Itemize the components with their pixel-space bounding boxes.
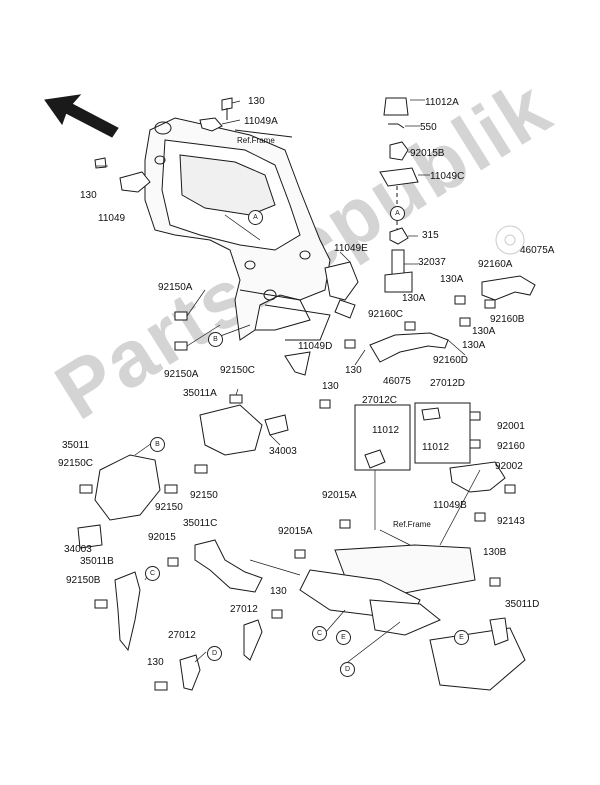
part-label-92150A: 92150A — [158, 282, 193, 293]
part-label-27012C: 27012C — [362, 395, 398, 406]
part-label-46075: 46075 — [383, 376, 411, 387]
part-label-11049A: 11049A — [244, 116, 278, 127]
part-label-35011: 35011 — [62, 440, 90, 451]
part-label-92150C: 92150C — [220, 365, 256, 376]
part-label-11012: 11012 — [372, 425, 400, 436]
part-label-32037: 32037 — [418, 257, 446, 268]
part-label-550: 550 — [420, 122, 437, 133]
part-label-92160A: 92160A — [478, 259, 513, 270]
part-label-92150: 92150 — [155, 502, 183, 513]
callout-c: C — [145, 566, 160, 581]
part-label-11012A: 11012A — [425, 97, 459, 108]
part-label-11049: 11049 — [98, 213, 126, 224]
part-label-92150C: 92150C — [58, 458, 94, 469]
front-direction-arrow-icon — [44, 94, 119, 138]
part-label-92015B: 92015B — [410, 148, 445, 159]
part-label-92160D: 92160D — [433, 355, 469, 366]
part-label-11049D: 11049D — [298, 341, 333, 352]
part-label-130A: 130A — [440, 274, 464, 285]
main-frame — [144, 117, 331, 341]
part-label-315: 315 — [422, 230, 439, 241]
callout-c: C — [312, 626, 327, 641]
part-label-11049B: 11049B — [433, 500, 467, 511]
callout-e: E — [336, 630, 351, 645]
part-label-34003: 34003 — [64, 544, 92, 555]
part-label-130A: 130A — [402, 293, 426, 304]
part-label-35011B: 35011B — [80, 556, 114, 567]
part-label-92150A: 92150A — [164, 369, 199, 380]
part-label-130: 130 — [147, 657, 164, 668]
callout-a: A — [248, 210, 263, 225]
callout-d: D — [340, 662, 355, 677]
part-label-130: 130 — [80, 190, 97, 201]
ref-frame-label: Ref.Frame — [237, 136, 275, 145]
bolt-icons — [79, 295, 516, 691]
part-label-130: 130 — [322, 381, 339, 392]
part-label-92015A: 92015A — [278, 526, 313, 537]
part-label-92160B: 92160B — [490, 314, 525, 325]
part-label-92160C: 92160C — [368, 309, 404, 320]
part-label-92150: 92150 — [190, 490, 218, 501]
part-label-92143: 92143 — [497, 516, 525, 527]
part-label-35011A: 35011A — [183, 388, 217, 399]
part-label-11012: 11012 — [422, 442, 450, 453]
callout-e: E — [454, 630, 469, 645]
part-label-130: 130 — [248, 96, 265, 107]
part-label-27012: 27012 — [230, 604, 258, 615]
part-label-92015A: 92015A — [322, 490, 357, 501]
ref-frame-label: Ref.Frame — [393, 520, 431, 529]
part-label-130A: 130A — [472, 326, 496, 337]
part-label-46075A: 46075A — [520, 245, 555, 256]
part-label-130: 130 — [270, 586, 287, 597]
callout-b: B — [150, 437, 165, 452]
callout-d: D — [207, 646, 222, 661]
part-label-27012: 27012 — [168, 630, 196, 641]
rear-subframe — [299, 544, 476, 636]
part-label-11049E: 11049E — [334, 243, 368, 254]
part-label-34003: 34003 — [269, 446, 297, 457]
part-label-11049C: 11049C — [430, 171, 465, 182]
part-label-35011D: 35011D — [505, 599, 540, 610]
part-label-130: 130 — [345, 365, 362, 376]
part-label-35011C: 35011C — [183, 518, 218, 529]
part-label-27012D: 27012D — [430, 378, 466, 389]
part-label-92002: 92002 — [495, 461, 523, 472]
gear-watermark-icon — [495, 225, 525, 255]
callout-a: A — [390, 206, 405, 221]
part-label-92150B: 92150B — [66, 575, 101, 586]
part-label-130A: 130A — [462, 340, 486, 351]
part-label-92001: 92001 — [497, 421, 525, 432]
part-label-92015: 92015 — [148, 532, 176, 543]
part-label-130B: 130B — [483, 547, 507, 558]
callout-b: B — [208, 332, 223, 347]
part-label-92160: 92160 — [497, 441, 525, 452]
